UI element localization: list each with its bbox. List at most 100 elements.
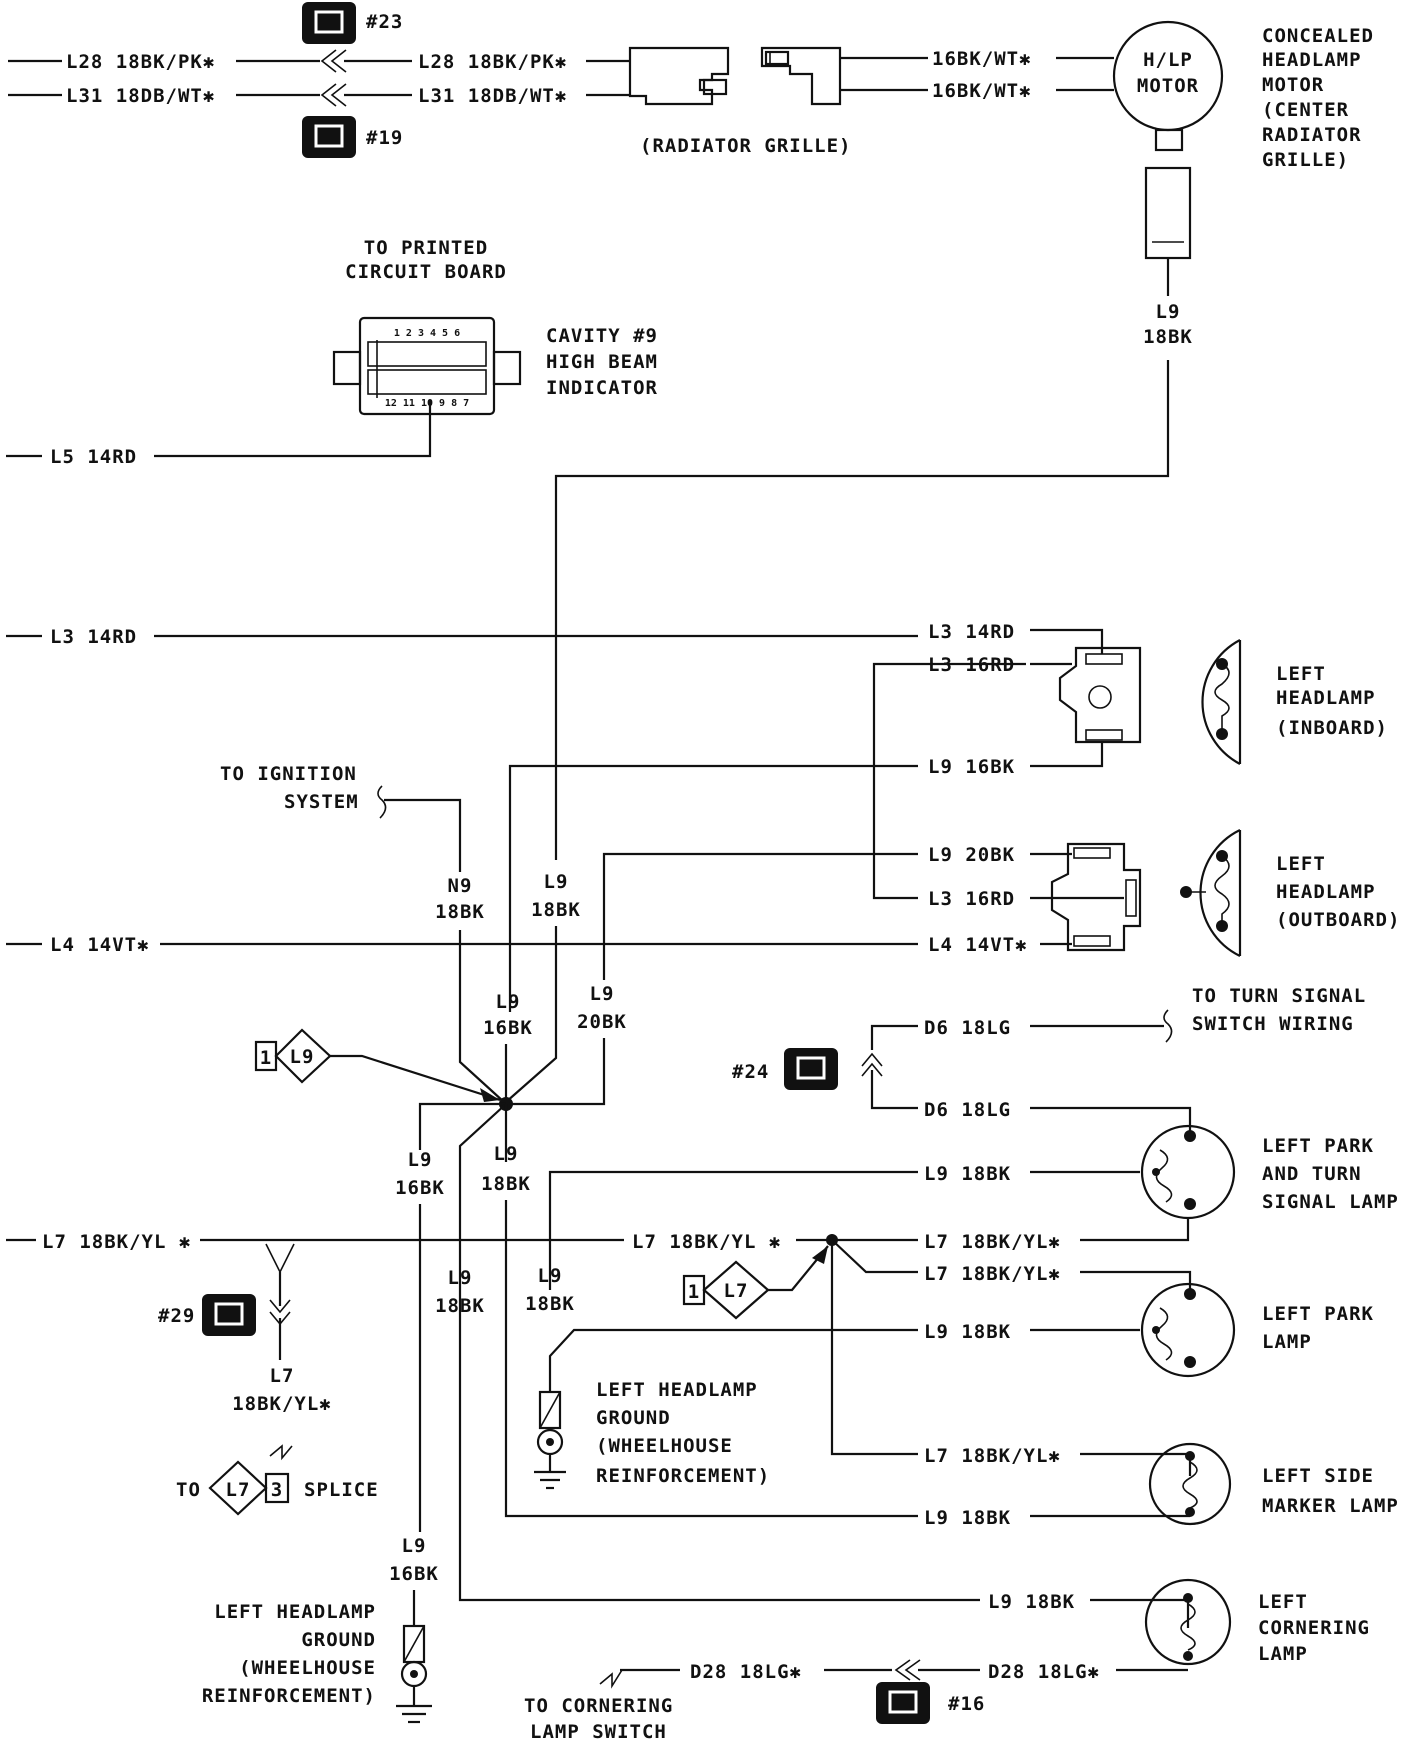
motor-caption: CONCEALED HEADLAMP MOTOR (CENTER RADIATO… (1262, 25, 1374, 171)
splice-diamond-l7-3: L7 3 (208, 1460, 290, 1516)
left-headlamp-outboard (1180, 829, 1242, 957)
left-park-2: LAMP (1262, 1331, 1312, 1353)
l9-20bk-mid-2: 20BK (577, 1011, 627, 1033)
splice-word: SPLICE (304, 1479, 379, 1501)
wire-label-l7-r2: L7 18BK/YL✱ (924, 1263, 1061, 1285)
l9-18bk-low-1: L9 (494, 1143, 519, 1165)
ground-2-line-1: LEFT HEADLAMP (214, 1601, 376, 1623)
connector-16: #16 (876, 1682, 984, 1724)
diamond-l7-name: L7 (724, 1280, 749, 1302)
wire-label-l7-r1: L7 18BK/YL✱ (924, 1231, 1061, 1253)
wire-label-l9-20bk: L9 20BK (928, 844, 1015, 866)
motor-label-line-1: H/LP (1143, 49, 1193, 71)
cornering-switch-2: LAMP SWITCH (530, 1721, 667, 1740)
left-side-marker-1: LEFT SIDE (1262, 1465, 1374, 1487)
left-headlamp-inboard-1: LEFT (1276, 663, 1326, 685)
motor-caption-line-5: RADIATOR (1262, 124, 1362, 146)
connector-23-label: #23 (366, 11, 403, 33)
l9-18bk-col2-1: L9 (538, 1265, 563, 1287)
n9-label-1: N9 (448, 875, 473, 897)
diamond-l9-name: L9 (290, 1046, 315, 1068)
wire-label-motor-1: 16BK/WT✱ (932, 48, 1032, 70)
motor-caption-line-1: CONCEALED (1262, 25, 1374, 47)
left-park-lamp (1140, 1282, 1236, 1378)
ground-1-line-1: LEFT HEADLAMP (596, 1379, 758, 1401)
l9-20bk-mid-1: L9 (590, 983, 615, 1005)
radiator-grille-connector (628, 46, 842, 106)
ground-2-line-2: GROUND (301, 1629, 376, 1651)
headlamp-motor: H/LP MOTOR (1112, 20, 1224, 152)
wire-label-l7-left: L7 18BK/YL ✱ (42, 1231, 191, 1253)
wire-label-l9-18bk-parklamp: L9 18BK (924, 1321, 1011, 1343)
diamond-l7-num: 1 (688, 1281, 700, 1303)
l7-down-1: L7 (270, 1365, 295, 1387)
ground-2-line-3: (WHEELHOUSE (239, 1657, 376, 1679)
motor-l9-label-1: L9 (1156, 301, 1181, 323)
connector-24-label: #24 (732, 1061, 769, 1083)
wire-label-l9-18bk-park: L9 18BK (924, 1163, 1011, 1185)
l9-18bk-col1-1: L9 (448, 1267, 473, 1289)
splice-to: TO (176, 1479, 201, 1501)
l9-16bk-mid-1: L9 (496, 991, 521, 1013)
wire-label-l31-right: L31 18DB/WT✱ (418, 85, 567, 107)
turn-signal-line-1: TO TURN SIGNAL (1192, 985, 1366, 1007)
connector-chevron-l31 (320, 83, 347, 107)
cavity-line-3: INDICATOR (546, 377, 658, 399)
l9-18bk-col1-2: 18BK (435, 1295, 485, 1317)
wire-label-l3-16rd-b: L3 16RD (928, 888, 1015, 910)
left-headlamp-outboard-2: HEADLAMP (1276, 881, 1376, 903)
wire-label-l7-r3: L7 18BK/YL✱ (924, 1445, 1061, 1467)
ground-2-line-4: REINFORCEMENT) (202, 1685, 376, 1707)
cavity-line-1: CAVITY #9 (546, 325, 658, 347)
left-headlamp-outboard-3: (OUTBOARD) (1276, 909, 1400, 931)
left-park-turn-3: SIGNAL LAMP (1262, 1191, 1399, 1213)
wire-label-l9-18bk-corner: L9 18BK (988, 1591, 1075, 1613)
splice-diamond-l9: 1 L9 (254, 1028, 501, 1102)
cornering-switch-1: TO CORNERING (524, 1695, 673, 1717)
ground-1-line-4: REINFORCEMENT) (596, 1465, 770, 1487)
left-headlamp-ground-2 (396, 1624, 432, 1724)
left-headlamp-ground-1 (534, 1390, 566, 1490)
left-cornering-2: CORNERING (1258, 1617, 1370, 1639)
motor-label-line-2: MOTOR (1137, 75, 1199, 97)
motor-harness-connector (1144, 166, 1192, 260)
motor-caption-line-2: HEADLAMP (1262, 49, 1362, 71)
cavity-line-2: HIGH BEAM (546, 351, 658, 373)
l9-16bk-low-1: L9 (408, 1149, 433, 1171)
l9-18bk-low-2: 18BK (481, 1173, 531, 1195)
radiator-grille-label: (RADIATOR GRILLE) (640, 135, 851, 157)
left-park-turn-1: LEFT PARK (1262, 1135, 1374, 1157)
wire-label-d6-b: D6 18LG (924, 1099, 1011, 1121)
ignition-line-2: SYSTEM (284, 791, 359, 813)
left-headlamp-inboard-2: HEADLAMP (1276, 687, 1376, 709)
ground-1-line-3: (WHEELHOUSE (596, 1435, 733, 1457)
connector-chevron-d6 (861, 1052, 883, 1077)
wire-label-l3-14rd: L3 14RD (928, 621, 1015, 643)
l9-16bk-mid-2: 16BK (483, 1017, 533, 1039)
left-headlamp-outboard-1: LEFT (1276, 853, 1326, 875)
splice-diamond-l7: 1 L7 (682, 1245, 829, 1320)
l9-16bk-ground-2: 16BK (389, 1563, 439, 1585)
printed-circuit-board-connector: 1 2 3 4 5 6 12 11 10 9 8 7 (332, 316, 522, 416)
l9-18bk-col2-2: 18BK (525, 1293, 575, 1315)
connector-24: #24 (732, 1048, 838, 1090)
wire-label-d28-right: D28 18LG✱ (988, 1661, 1100, 1683)
left-park-turn-lamp (1140, 1124, 1236, 1220)
connector-29: #29 (158, 1294, 256, 1336)
pcb-caption-line-2: CIRCUIT BOARD (345, 261, 507, 283)
splice-l7: L7 (226, 1479, 251, 1501)
wire-label-l9-16bk-a: L9 16BK (928, 756, 1015, 778)
left-headlamp-inboard (1201, 639, 1242, 765)
diamond-l9-num: 1 (260, 1047, 272, 1069)
left-park-1: LEFT PARK (1262, 1303, 1374, 1325)
wire-label-l3-16rd-a: L3 16RD (928, 654, 1015, 676)
pcb-caption-line-1: TO PRINTED (364, 237, 488, 259)
motor-l9-label-2: 18BK (1143, 326, 1193, 348)
wire-label-l7-mid: L7 18BK/YL ✱ (632, 1231, 781, 1253)
ground-1-line-2: GROUND (596, 1407, 671, 1429)
l9-18bk-up-1: L9 (544, 871, 569, 893)
wire-label-l31-left: L31 18DB/WT✱ (66, 85, 215, 107)
l9-16bk-low-2: 16BK (395, 1177, 445, 1199)
connector-chevron-d28 (894, 1659, 921, 1681)
